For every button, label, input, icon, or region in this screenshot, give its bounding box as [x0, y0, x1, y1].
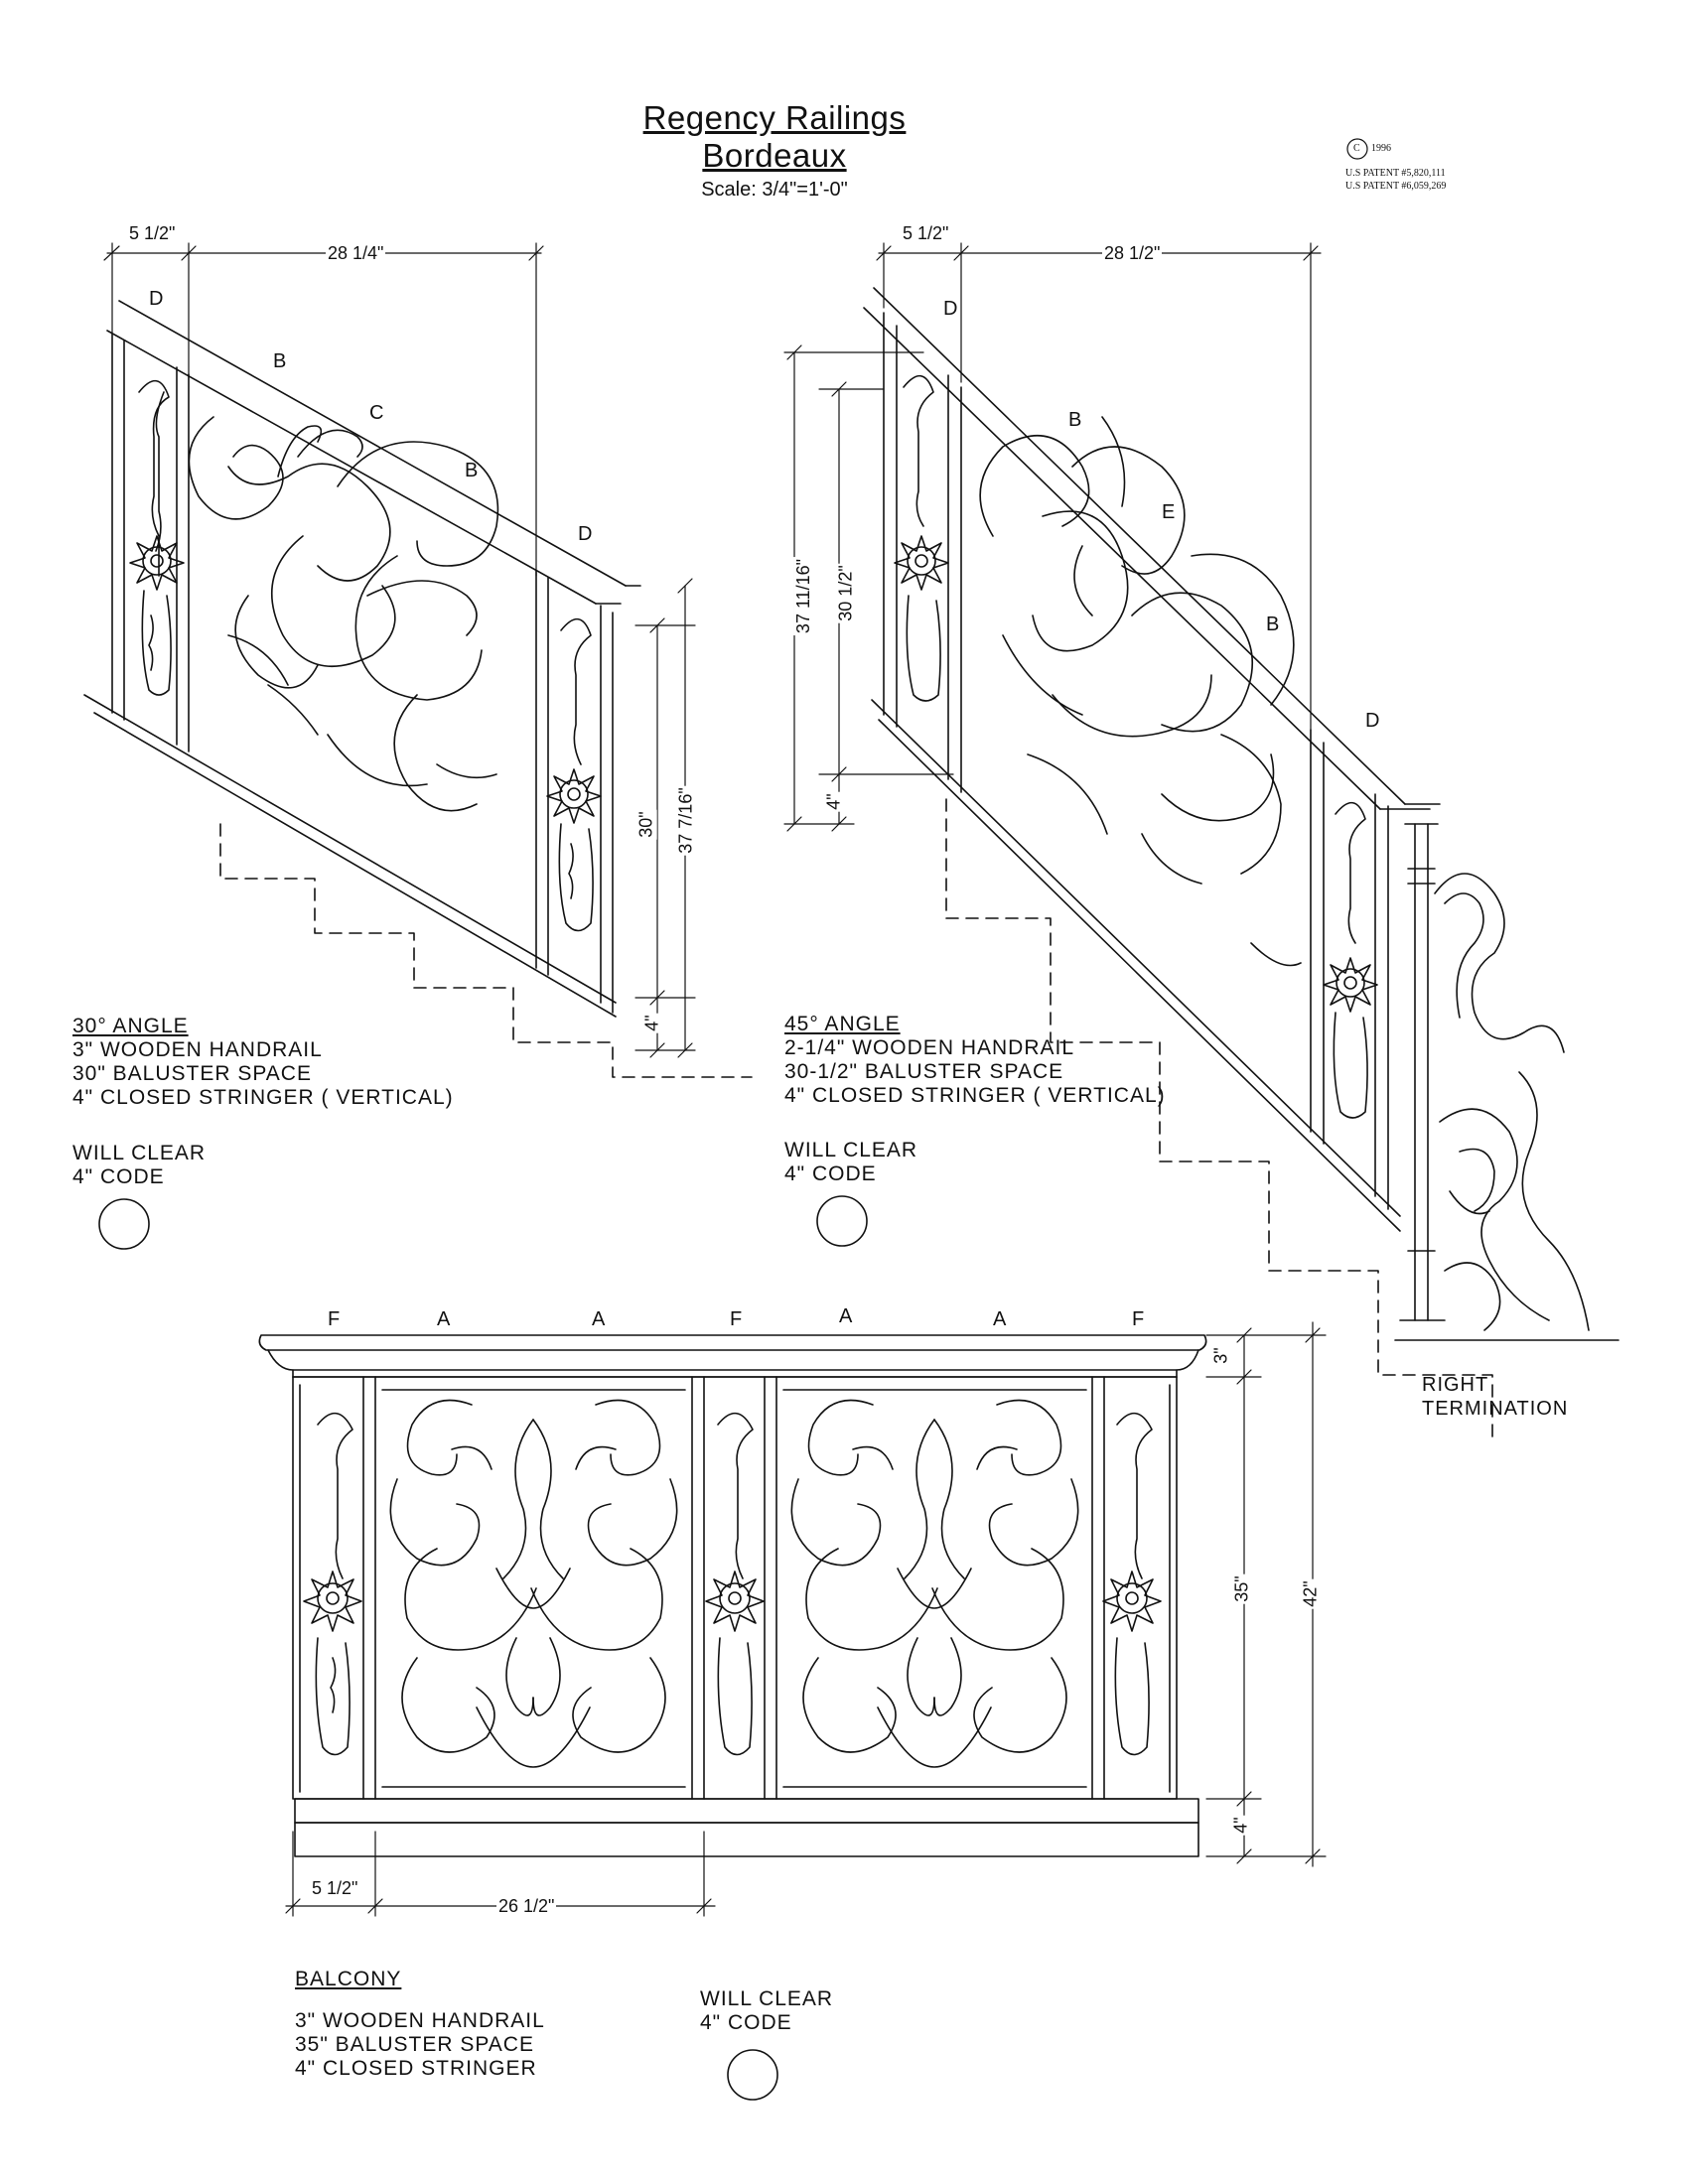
stair-45-total-dimension: 37 11/16"	[793, 556, 815, 636]
balcony-handrail	[258, 1334, 1207, 1378]
drawing-title: Regency Railings	[642, 99, 907, 136]
stair-30-clearance-note: WILL CLEAR 4" CODE	[72, 1142, 206, 1189]
stair-45-notes: 45° ANGLE 2-1/4" WOODEN HANDRAIL 30-1/2"…	[784, 1013, 1166, 1108]
balcony-frame	[292, 1376, 1199, 1857]
stair-30-panel-label-3: C	[369, 402, 384, 424]
balcony-note-handrail: 3" WOODEN HANDRAIL	[295, 2009, 545, 2032]
balcony-panel-label-1: F	[328, 1308, 341, 1330]
balcony-post-ornament-middle	[705, 1412, 765, 1756]
stair-45-baluster-dimension: 30 1/2"	[835, 563, 857, 623]
stair-30-end-panel-right	[546, 617, 602, 932]
balcony-panel-label-3: A	[592, 1308, 606, 1330]
stair-45-post-dimension: 5 1/2"	[901, 223, 951, 244]
stair-45-note-handrail: 2-1/4" WOODEN HANDRAIL	[784, 1036, 1075, 1059]
stair-45-end-panel-right	[1323, 801, 1378, 1119]
stair-45-panel-label-3: E	[1162, 501, 1176, 523]
stair-45-clearance-line1: WILL CLEAR	[784, 1139, 918, 1161]
stair-45-panel-label-1: D	[943, 298, 958, 320]
stair-30-elevation	[83, 242, 753, 1250]
stair-30-scroll-panel	[188, 416, 499, 812]
stair-30-notes-heading: 30° ANGLE	[72, 1015, 189, 1037]
stair-45-note-baluster: 30-1/2" BALUSTER SPACE	[784, 1060, 1064, 1083]
balcony-span-dimension: 26 1/2"	[496, 1896, 557, 1917]
balcony-post-ornament-right	[1102, 1412, 1162, 1756]
stair-45-elevation	[783, 242, 1619, 1440]
stair-45-stringer-dimension: 4"	[823, 791, 845, 812]
stair-30-end-panel-left	[129, 379, 185, 696]
right-termination-label: RIGHT TERMINATION	[1422, 1373, 1568, 1421]
balcony-notes-heading: BALCONY	[295, 1968, 401, 1991]
balcony-panel-label-6: A	[993, 1308, 1007, 1330]
balcony-clearance-note: WILL CLEAR 4" CODE	[700, 1987, 833, 2035]
balcony-scroll-panel-right	[790, 1399, 1079, 1768]
stair-30-bottom-rail	[83, 694, 617, 1018]
copyright-year: 1996	[1371, 143, 1391, 154]
right-termination-line2: TERMINATION	[1422, 1398, 1569, 1420]
right-termination-line1: RIGHT	[1422, 1374, 1489, 1396]
balcony-baluster-dimension: 35"	[1231, 1573, 1253, 1604]
stair-45-bottom-rail	[871, 699, 1401, 1232]
balcony-panel-label-2: A	[437, 1308, 451, 1330]
stair-30-clearance-circle	[98, 1198, 150, 1250]
stair-45-top-dimension	[876, 242, 1322, 731]
stair-30-panel-label-2: B	[273, 350, 287, 372]
balcony-handrail-dimension: 3"	[1210, 1345, 1232, 1366]
balcony-clearance-circle	[727, 2049, 778, 2101]
stair-30-top-dimension	[103, 242, 544, 577]
stair-30-stringer-dimension: 4"	[641, 1013, 663, 1033]
stair-30-panel-label-1: D	[149, 288, 164, 310]
stair-45-end-panel-left	[894, 374, 949, 702]
stair-45-clearance-circle	[816, 1195, 868, 1247]
stair-30-baluster-dimension: 30"	[635, 809, 657, 840]
balcony-elevation	[258, 1321, 1327, 2101]
stair-30-dashed-steps	[219, 823, 753, 1078]
copyright-circle	[1346, 138, 1368, 160]
stair-45-span-dimension: 28 1/2"	[1102, 243, 1163, 264]
balcony-notes-heading-text: BALCONY	[295, 1968, 402, 1990]
stair-30-total-dimension: 37 7/16"	[675, 785, 697, 856]
stair-45-scroll-panel	[979, 416, 1302, 967]
stair-30-panel-label-4: B	[465, 460, 479, 481]
stair-30-span-dimension: 28 1/4"	[326, 243, 386, 264]
stair-45-panel-label-5: D	[1365, 710, 1380, 732]
stair-30-notes: 30° ANGLE 3" WOODEN HANDRAIL 30" BALUSTE…	[72, 1015, 454, 1110]
stair-30-post-dimension: 5 1/2"	[127, 223, 178, 244]
stair-30-note-handrail: 3" WOODEN HANDRAIL	[72, 1038, 323, 1061]
stair-30-posts	[111, 333, 614, 1014]
balcony-note-baluster: 35" BALUSTER SPACE	[295, 2033, 534, 2056]
stair-45-clearance-line2: 4" CODE	[784, 1162, 877, 1185]
balcony-post-ornament-left	[303, 1412, 362, 1756]
balcony-total-dimension: 42"	[1300, 1578, 1322, 1609]
balcony-panel-label-7: F	[1132, 1308, 1145, 1330]
stair-45-handrail	[863, 287, 1441, 810]
copyright-symbol: C	[1353, 143, 1360, 154]
drawing-scale: Scale: 3/4"=1'-0"	[701, 179, 848, 201]
stair-45-panel-label-2: B	[1068, 409, 1082, 431]
balcony-clearance-line2: 4" CODE	[700, 2011, 792, 2034]
balcony-post-dimension: 5 1/2"	[310, 1878, 360, 1899]
balcony-panel-label-4: F	[730, 1308, 743, 1330]
stair-45-panel-label-4: B	[1266, 614, 1280, 635]
balcony-panel-label-5: A	[839, 1305, 853, 1327]
stair-30-clearance-line1: WILL CLEAR	[72, 1142, 207, 1164]
patent-number-2: U.S PATENT #6,059,269	[1345, 181, 1447, 192]
stair-45-clearance-note: WILL CLEAR 4" CODE	[784, 1139, 917, 1186]
right-termination-scroll	[1394, 823, 1619, 1341]
stair-30-note-baluster: 30" BALUSTER SPACE	[72, 1062, 312, 1085]
balcony-stringer-dimension: 4"	[1230, 1815, 1252, 1836]
balcony-note-stringer: 4" CLOSED STRINGER	[295, 2057, 537, 2080]
stair-45-posts	[883, 312, 1389, 1210]
stair-30-note-stringer: 4" CLOSED STRINGER ( VERTICAL)	[72, 1086, 454, 1109]
stair-30-clearance-line2: 4" CODE	[72, 1165, 165, 1188]
stair-45-dashed-steps	[945, 798, 1493, 1440]
stair-45-note-stringer: 4" CLOSED STRINGER ( VERTICAL)	[784, 1084, 1166, 1107]
balcony-clearance-line1: WILL CLEAR	[700, 1987, 834, 2010]
balcony-notes: 3" WOODEN HANDRAIL 35" BALUSTER SPACE 4"…	[295, 2009, 545, 2081]
balcony-scroll-panel-left	[389, 1399, 678, 1768]
drawing-subtitle: Bordeaux	[702, 137, 847, 174]
stair-30-panel-label-5: D	[578, 523, 593, 545]
stair-45-notes-heading: 45° ANGLE	[784, 1013, 901, 1035]
patent-number-1: U.S PATENT #5,820,111	[1345, 168, 1446, 179]
